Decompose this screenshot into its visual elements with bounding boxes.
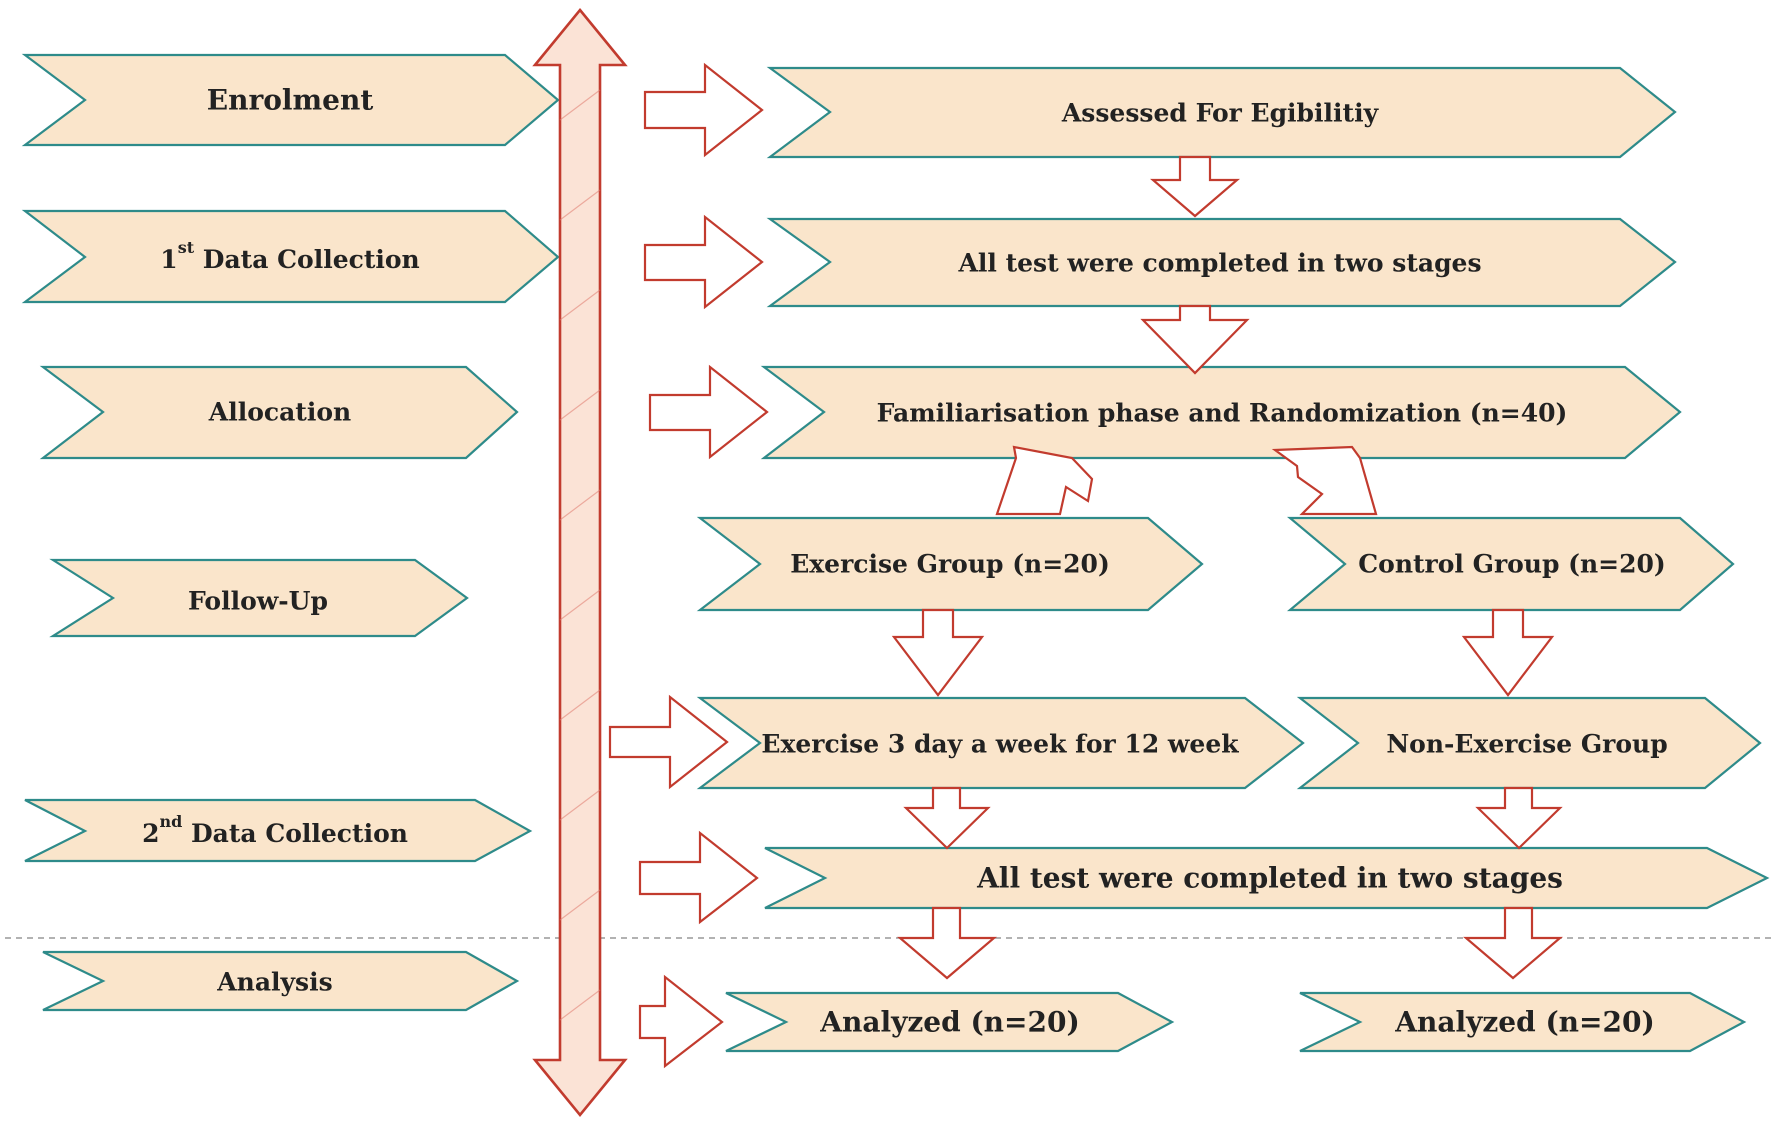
split-arrow-to-exercise-group	[995, 445, 1094, 516]
phase-data-collection-2-label: 2nd Data Collection	[142, 812, 408, 848]
phase-data-collection-1: 1st Data Collection	[21, 209, 560, 304]
step-exercise-group-label: Exercise Group (n=20)	[790, 550, 1110, 579]
phase-follow-up-label: Follow-Up	[188, 587, 328, 616]
down-arrow-exercise-group	[891, 608, 985, 697]
phase-allocation: Allocation	[39, 365, 519, 460]
step-exercise-protocol-label: Exercise 3 day a week for 12 week	[761, 730, 1239, 759]
step-tests-stage-2-label: All test were completed in two stages	[976, 862, 1563, 895]
step-assessed-for-eligibility: Assessed For Egibilitiy	[766, 66, 1677, 159]
step-analyzed-control-label: Analyzed (n=20)	[1394, 1006, 1654, 1039]
step-non-exercise-group: Non-Exercise Group	[1296, 696, 1762, 790]
phase-allocation-label: Allocation	[208, 398, 351, 427]
step-control-group-label: Control Group (n=20)	[1358, 550, 1665, 579]
step-tests-stage-1-label: All test were completed in two stages	[957, 249, 1481, 278]
down-arrow-control-group	[1461, 608, 1555, 697]
step-tests-stage-1: All test were completed in two stages	[766, 217, 1677, 308]
right-arrow-enrolment	[643, 62, 764, 158]
phase-enrolment-label: Enrolment	[207, 84, 374, 117]
step-tests-stage-2: All test were completed in two stages	[764, 846, 1770, 910]
step-exercise-protocol: Exercise 3 day a week for 12 week	[696, 696, 1305, 790]
right-arrow-allocation	[648, 364, 769, 460]
step-familiarisation-randomization: Familiarisation phase and Randomization …	[760, 365, 1682, 460]
down-arrow-tests-to-analyzed-control	[1463, 906, 1563, 980]
right-arrow-follow-up	[608, 694, 729, 790]
timeline-double-arrow	[532, 7, 628, 1118]
down-arrow-non-exercise	[1475, 786, 1563, 850]
down-arrow-exercise-protocol	[903, 786, 991, 850]
down-arrow-tests-to-familiarisation	[1140, 304, 1250, 375]
right-arrow-data-collection-1	[643, 214, 764, 310]
step-assessed-label: Assessed For Egibilitiy	[1061, 99, 1380, 128]
step-analyzed-control: Analyzed (n=20)	[1299, 991, 1747, 1053]
phase-analysis: Analysis	[42, 950, 520, 1012]
phase-data-collection-2: 2nd Data Collection	[24, 798, 533, 863]
step-control-group: Control Group (n=20)	[1286, 516, 1735, 612]
phase-analysis-label: Analysis	[216, 968, 332, 997]
phase-follow-up: Follow-Up	[49, 558, 469, 638]
right-arrow-analysis	[638, 974, 724, 1069]
split-arrow-to-control-group	[1271, 445, 1378, 516]
phase-enrolment: Enrolment	[21, 53, 560, 147]
step-analyzed-exercise-label: Analyzed (n=20)	[819, 1006, 1079, 1039]
step-exercise-group: Exercise Group (n=20)	[696, 516, 1204, 612]
phase-data-collection-1-label: 1st Data Collection	[160, 238, 419, 274]
step-non-exercise-label: Non-Exercise Group	[1386, 730, 1667, 759]
down-arrow-tests-to-analyzed-exercise	[897, 906, 997, 980]
down-arrow-assessed-to-tests	[1150, 155, 1240, 218]
step-familiarisation-label: Familiarisation phase and Randomization …	[877, 399, 1568, 428]
step-analyzed-exercise: Analyzed (n=20)	[725, 991, 1175, 1053]
right-arrow-data-collection-2	[638, 830, 759, 925]
